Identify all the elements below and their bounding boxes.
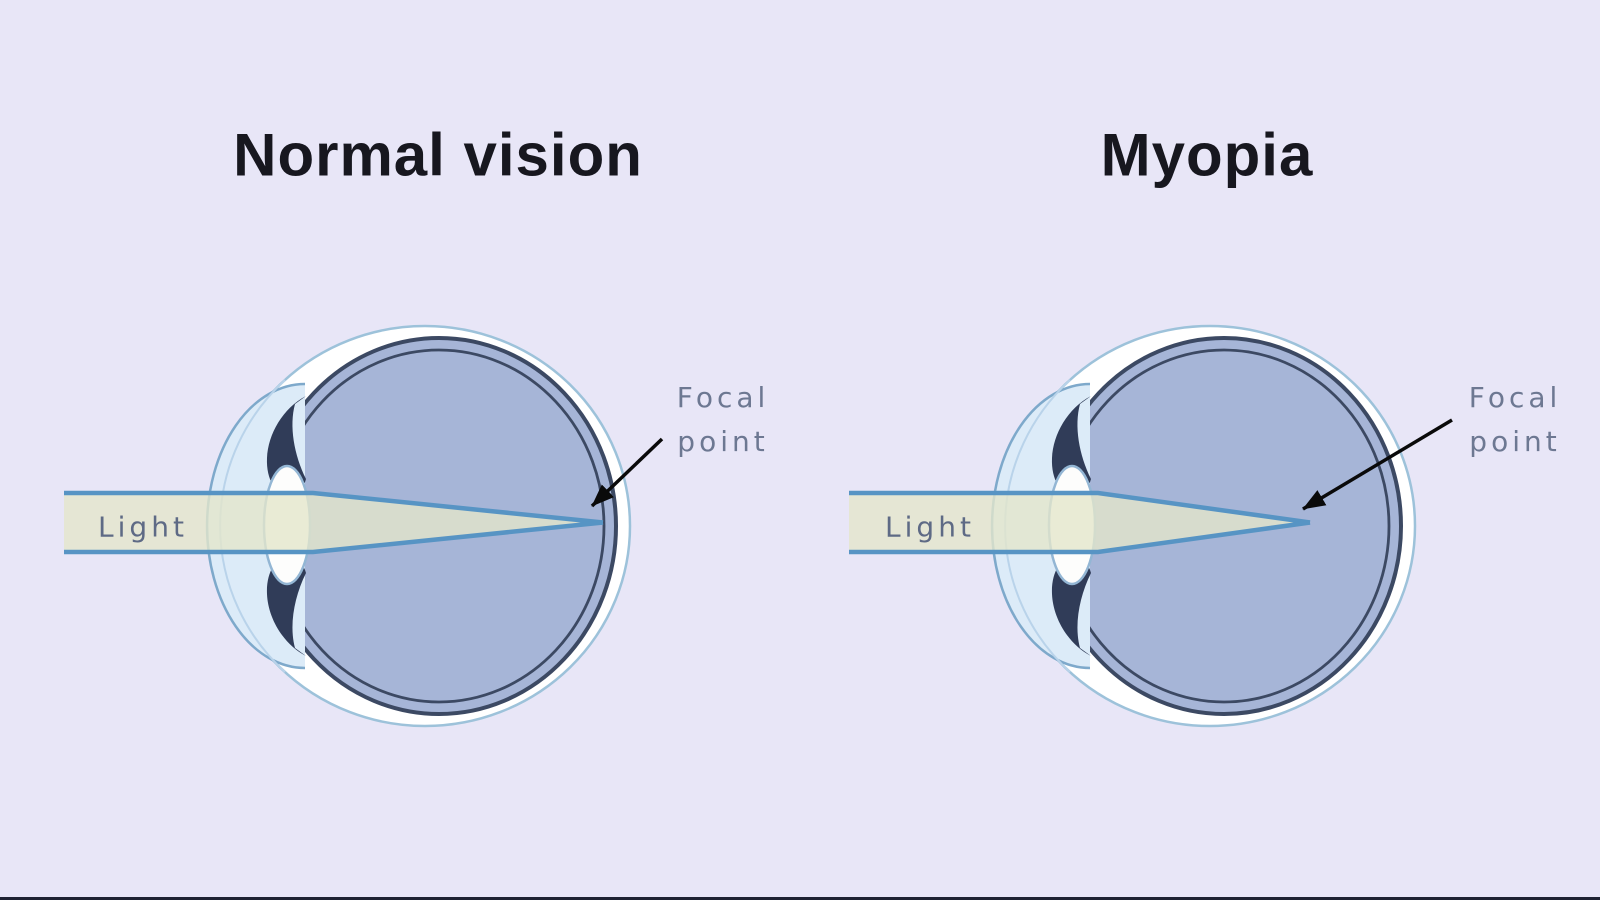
panel-title-normal: Normal vision: [233, 121, 643, 189]
panel-myopia-graphics: [849, 324, 1453, 728]
focal-label-normal-line1: Focal: [676, 381, 770, 414]
bottom-edge-bar: [0, 897, 1600, 900]
light-label-normal: Light: [98, 510, 188, 544]
beam-edge-top-normal: [64, 490, 604, 525]
panel-title-myopia: Myopia: [1100, 121, 1314, 189]
light-beam-normal: [64, 493, 603, 552]
beam-edge-bottom-myopia: [849, 520, 1311, 555]
light-label-myopia: Light: [885, 510, 975, 544]
beam-edge-top-myopia: [849, 490, 1311, 525]
focal-arrow-normal: [590, 437, 664, 508]
focal-label-myopia-line1: Focal: [1468, 381, 1562, 414]
focal-label-normal: Focal point: [677, 376, 770, 464]
focal-label-myopia-line2: point: [1469, 425, 1561, 458]
focal-label-normal-line2: point: [677, 425, 769, 458]
focal-arrow-myopia: [1302, 418, 1453, 511]
beam-edge-bottom-normal: [64, 520, 604, 555]
focal-label-myopia: Focal point: [1469, 376, 1562, 464]
panel-normal-graphics: [64, 324, 664, 728]
